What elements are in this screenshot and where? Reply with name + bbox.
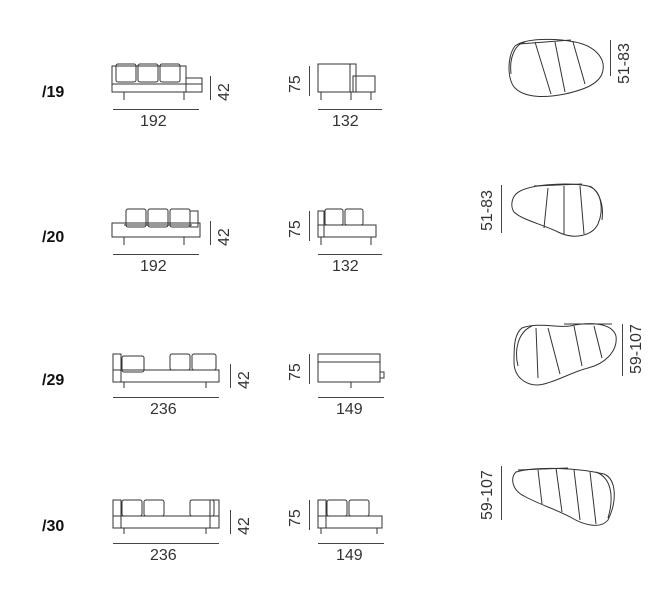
side-depth-label: 149 (336, 547, 363, 564)
front-view-sofa (110, 348, 225, 393)
front-width-label: 236 (150, 547, 177, 564)
config-row-30: /30 236 42 149 75 (0, 434, 668, 574)
height-dimension-line (230, 510, 231, 534)
plan-depth-line (622, 324, 623, 376)
depth-dimension-line (318, 109, 382, 110)
front-width-label: 236 (150, 401, 177, 418)
front-view-sofa (110, 494, 225, 539)
height-dimension-line (210, 221, 211, 245)
plan-depth-label: 51-83 (479, 190, 496, 231)
side-view-sofa (315, 348, 390, 393)
side-depth-label: 132 (332, 258, 359, 275)
front-view-sofa (110, 205, 205, 250)
plan-view-sofa (508, 318, 620, 390)
depth-dimension-line (318, 254, 382, 255)
config-row-29: /29 236 42 149 75 (0, 288, 668, 428)
side-height-line (309, 500, 310, 530)
height-dimension-line (230, 364, 231, 388)
plan-depth-line (501, 185, 502, 233)
plan-view-sofa (508, 464, 620, 536)
side-view-sofa (315, 60, 380, 105)
side-depth-label: 149 (336, 401, 363, 418)
side-height-line (309, 66, 310, 96)
side-view-sofa (315, 494, 390, 539)
front-width-label: 192 (140, 113, 167, 130)
plan-view-sofa (505, 34, 610, 104)
front-width-label: 192 (140, 258, 167, 275)
front-view-sofa (110, 60, 205, 105)
seat-height-label: 42 (216, 228, 233, 246)
height-dimension-line (210, 76, 211, 100)
side-height-line (309, 211, 310, 241)
config-row-19: /19 192 42 132 75 (0, 0, 668, 140)
side-view-sofa (315, 205, 380, 250)
side-height-label: 75 (287, 363, 304, 381)
config-code: /29 (42, 372, 65, 389)
config-code: /30 (42, 518, 65, 535)
config-code: /20 (42, 229, 65, 246)
width-dimension-line (113, 543, 219, 544)
side-height-label: 75 (287, 220, 304, 238)
depth-dimension-line (318, 543, 384, 544)
plan-view-sofa (508, 180, 608, 245)
plan-depth-label: 59-107 (479, 470, 496, 520)
side-height-label: 75 (287, 509, 304, 527)
width-dimension-line (113, 109, 199, 110)
seat-height-label: 42 (236, 517, 253, 535)
side-height-line (309, 354, 310, 384)
plan-depth-label: 51-83 (616, 43, 633, 84)
config-code: /19 (42, 84, 65, 101)
plan-depth-label: 59-107 (628, 324, 645, 374)
depth-dimension-line (318, 397, 384, 398)
config-row-20: /20 192 42 132 75 (0, 145, 668, 285)
seat-height-label: 42 (236, 371, 253, 389)
seat-height-label: 42 (216, 83, 233, 101)
width-dimension-line (113, 254, 199, 255)
side-height-label: 75 (287, 75, 304, 93)
width-dimension-line (113, 397, 219, 398)
plan-depth-line (501, 466, 502, 520)
plan-depth-line (610, 40, 611, 76)
side-depth-label: 132 (332, 113, 359, 130)
